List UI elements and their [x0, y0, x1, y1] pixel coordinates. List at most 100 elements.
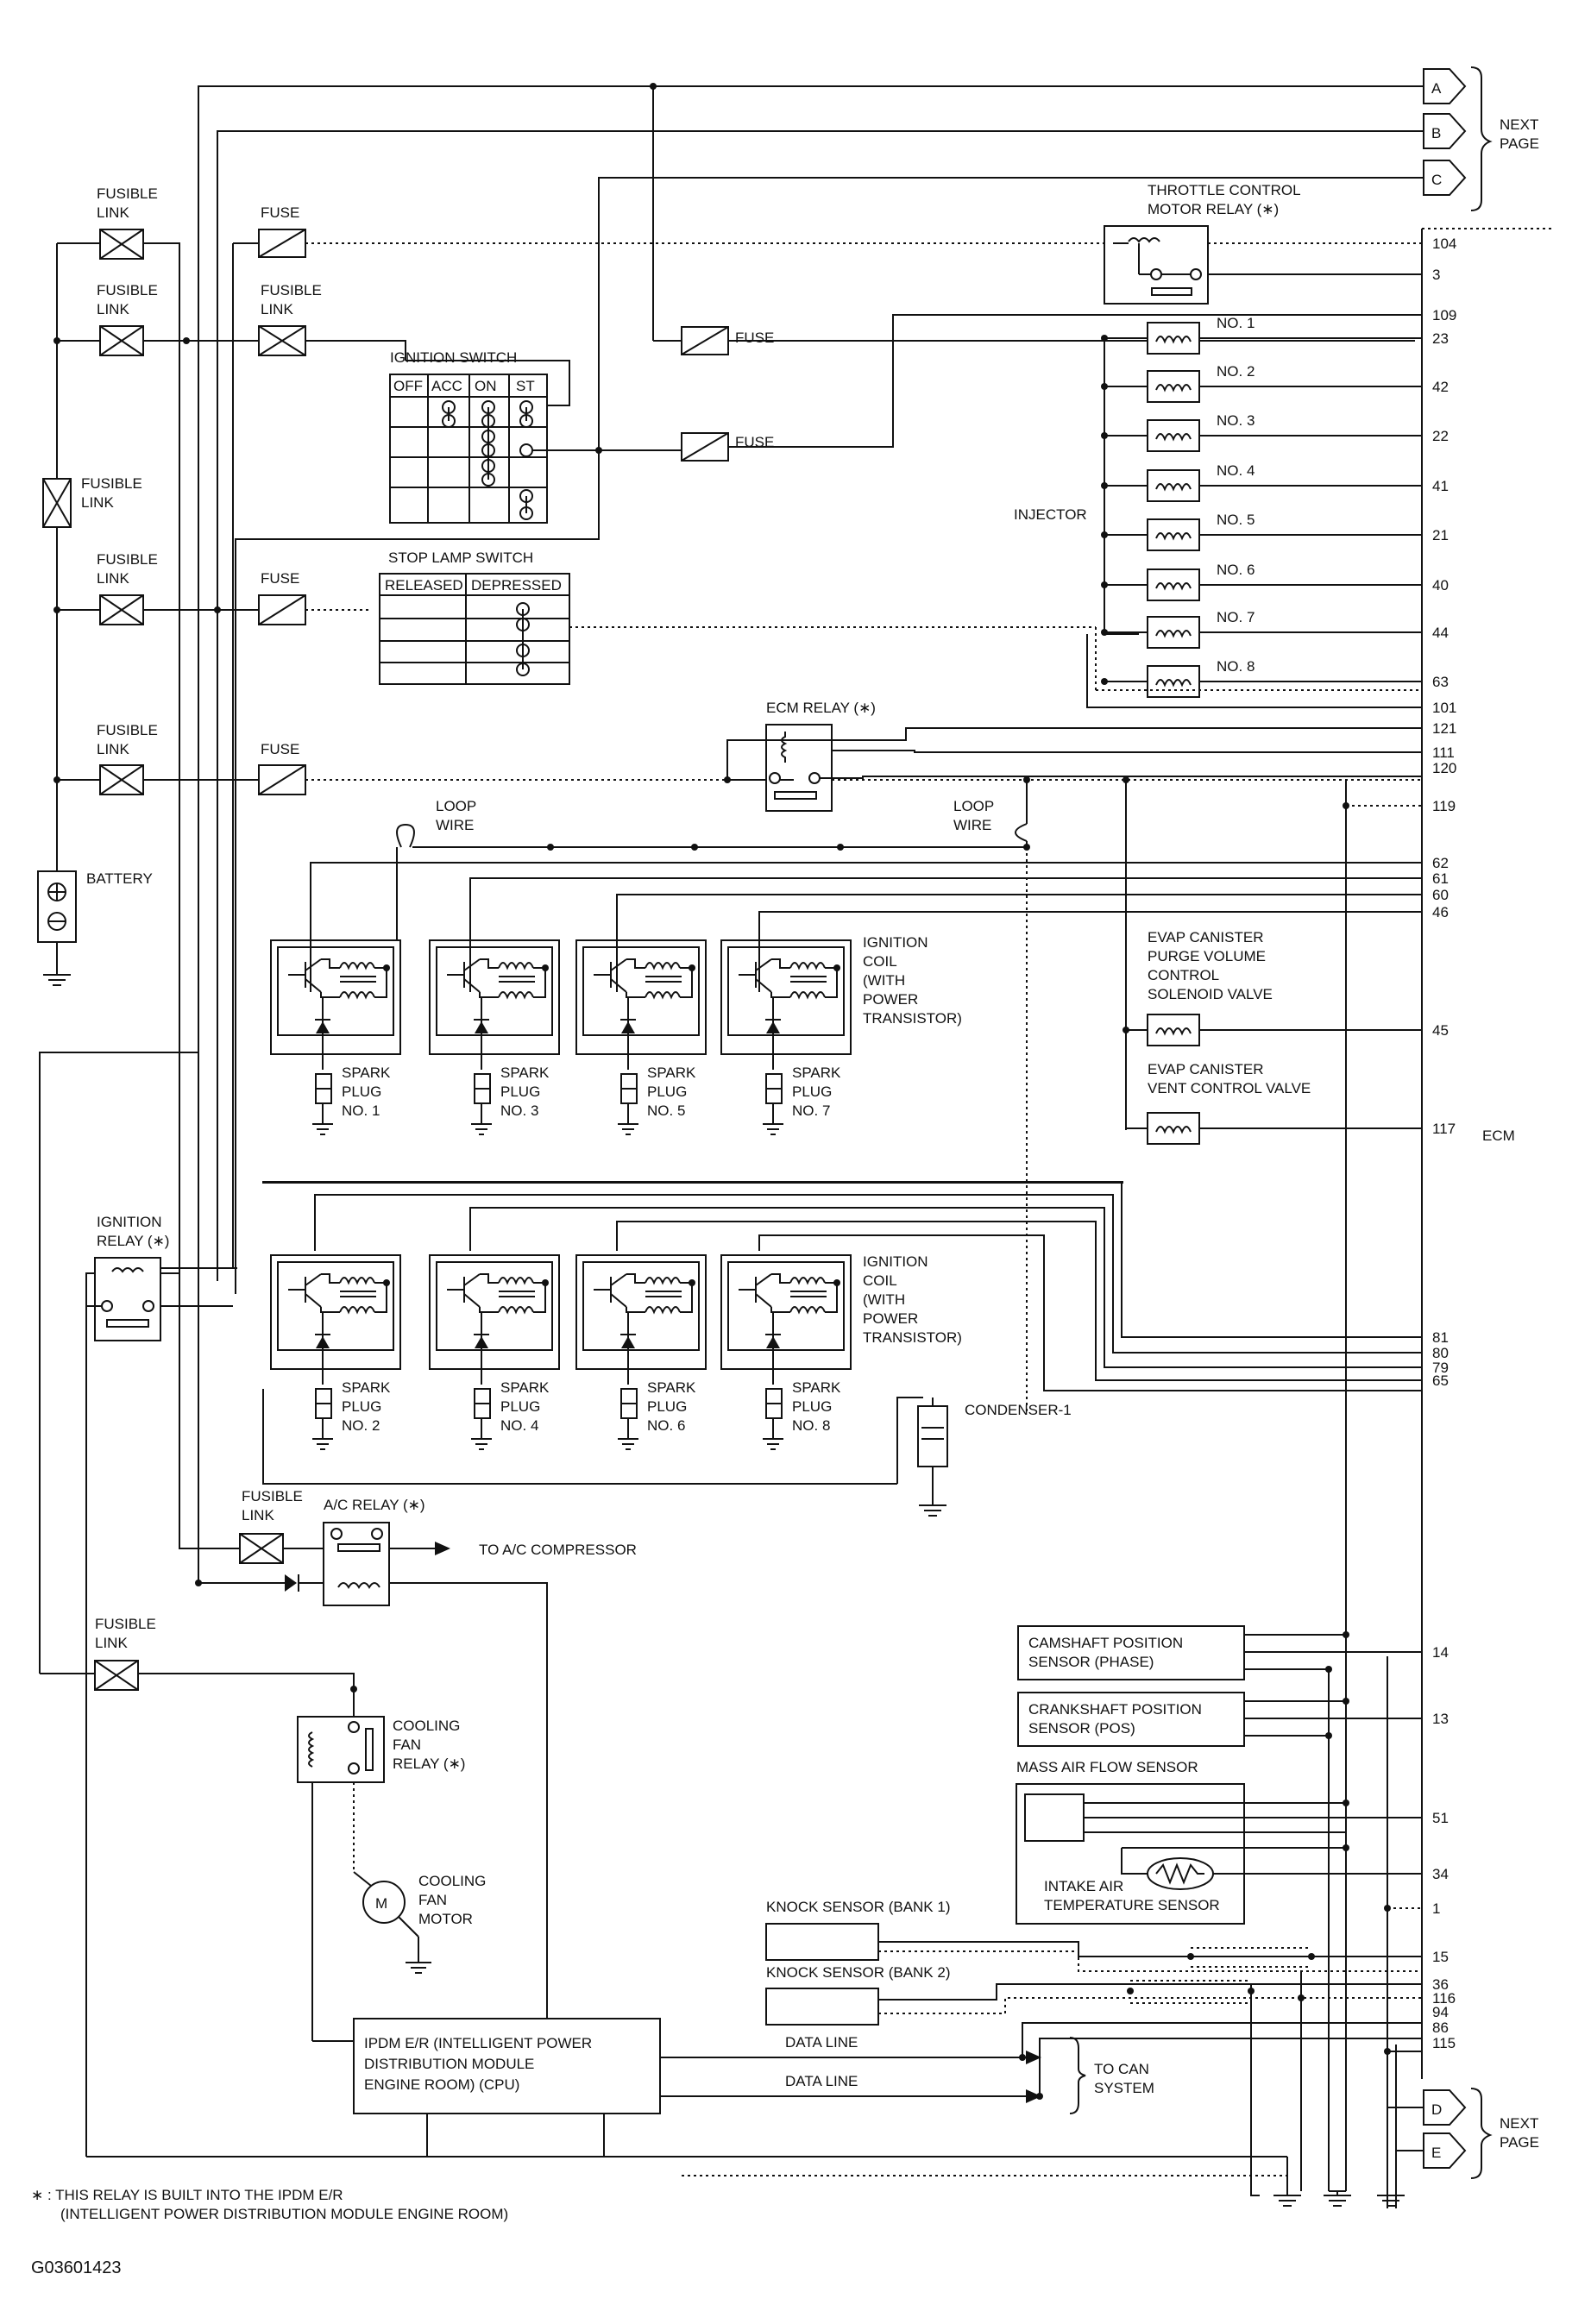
- injector-8-label: NO. 8: [1217, 658, 1255, 675]
- coil-top-4-primary: [789, 962, 826, 970]
- to-can-2: SYSTEM: [1094, 2080, 1154, 2096]
- fusible-link-1-label-a: FUSIBLE: [97, 185, 158, 202]
- ecm-pin-109: 109: [1432, 307, 1456, 323]
- coil-top-1-diode: [316, 1021, 330, 1033]
- ignition-coil-bottom-label: IGNITION COIL (WITH POWER TRANSISTOR): [863, 1253, 962, 1346]
- injector-label: INJECTOR: [1014, 506, 1087, 523]
- ecm-pin-13: 13: [1432, 1711, 1449, 1727]
- injector-5-body: [1147, 518, 1200, 551]
- ign-to-relay-wire: [138, 450, 600, 1269]
- injector-8: NO. 8: [1101, 658, 1422, 698]
- coil-bot-2-transistor-e: [463, 1293, 481, 1308]
- ign-col-acc: ACC: [431, 378, 462, 394]
- ecm-pin-81: 81: [1432, 1329, 1449, 1346]
- injector-1-coil: [1155, 336, 1192, 344]
- maf-label: MASS AIR FLOW SENSOR: [1016, 1759, 1198, 1775]
- coil-top-3-plug-label-c: NO. 5: [647, 1102, 685, 1119]
- cooling-motor-label-1: COOLING: [418, 1873, 486, 1889]
- ipdm-label-2: DISTRIBUTION MODULE: [364, 2056, 534, 2072]
- knock1-label: KNOCK SENSOR (BANK 1): [766, 1899, 951, 1915]
- camshaft-sensor: CAMSHAFT POSITION SENSOR (PHASE): [1017, 1625, 1422, 2191]
- coil-bot-label-3: (WITH: [863, 1291, 905, 1308]
- coil-top-4-plug-label-b: PLUG: [792, 1083, 832, 1100]
- injector-3-coil: [1155, 433, 1192, 442]
- ecm-pin-61: 61: [1432, 870, 1449, 887]
- evap-purge-1: EVAP CANISTER: [1148, 929, 1263, 945]
- condenser-label: CONDENSER-1: [965, 1402, 1072, 1418]
- next-page-bottom-2: PAGE: [1500, 2134, 1539, 2151]
- evap-purge-2: PURGE VOLUME: [1148, 948, 1266, 964]
- injector-4-body: [1147, 469, 1200, 502]
- coil-bot-4-transistor-e: [755, 1293, 772, 1308]
- coil-bot-2-secondary: [498, 1306, 534, 1315]
- coil-top-2-plug-label-c: NO. 3: [500, 1102, 538, 1119]
- coil-bot-3-plug-label-c: NO. 6: [647, 1417, 685, 1434]
- coil-top-3-plug-label-b: PLUG: [647, 1083, 687, 1100]
- coil-bot-2-sec-wire: [533, 1282, 546, 1313]
- ipdm-label-1: IPDM E/R (INTELLIGENT POWER: [364, 2035, 592, 2051]
- coil-bot-4-inner: [727, 1261, 845, 1351]
- coil-bot-label-4: POWER: [863, 1310, 918, 1327]
- fusible-link-4-label-b: LINK: [97, 570, 129, 587]
- connector-a: A: [1423, 68, 1467, 104]
- fuses: FUSE FUSIBLE LINK FUSE FUSE: [232, 204, 1104, 1268]
- cooling-motor-label-2: FAN: [418, 1892, 447, 1908]
- coil-bot-3-sec-wire: [680, 1282, 693, 1313]
- evap-vent-1: EVAP CANISTER: [1148, 1061, 1263, 1077]
- coil-bot-4-diode: [766, 1336, 780, 1348]
- ecm-pin-1: 1: [1432, 1900, 1440, 1917]
- ign-col-on: ON: [475, 378, 497, 394]
- ac-relay: FUSIBLE LINK A/C RELAY (∗) TO A/C COMPRE…: [179, 1052, 637, 2057]
- coil-top-2-transistor-c: [463, 958, 481, 971]
- coil-bot-4-sec-wire: [825, 1282, 838, 1313]
- coil-bot-1-plug-label-b: PLUG: [342, 1398, 381, 1415]
- ecm-pin-36: 36: [1432, 1976, 1449, 1993]
- injector-6-body: [1147, 568, 1200, 601]
- injector-5-label: NO. 5: [1217, 512, 1255, 528]
- fusible-link-2-label-b: LINK: [97, 301, 129, 317]
- ipdm-label-3: ENGINE ROOM) (CPU): [364, 2076, 519, 2093]
- coil-top-2-diode: [475, 1021, 488, 1033]
- coil-top-label-1: IGNITION: [863, 934, 928, 951]
- injector-4-label: NO. 4: [1217, 462, 1255, 479]
- cooling-motor-label-3: MOTOR: [418, 1911, 473, 1927]
- coil-top-2-transistor-e: [463, 978, 481, 993]
- coil-bot-1-transistor-e: [305, 1293, 322, 1308]
- injector-2-body: [1147, 370, 1200, 403]
- ecm-pin-21: 21: [1432, 527, 1449, 543]
- injector-7-coil: [1155, 630, 1192, 638]
- injector-7-body: [1147, 616, 1200, 649]
- coil-top-1-primary: [339, 962, 375, 970]
- injector-6-label: NO. 6: [1217, 562, 1255, 578]
- injector-4-node: [1101, 482, 1108, 489]
- coil-top-3-sec-wire: [680, 967, 693, 998]
- coil-bot-4-plug-label-b: PLUG: [792, 1398, 832, 1415]
- coil-bot-2-inner: [436, 1261, 553, 1351]
- connector-c-label: C: [1431, 172, 1442, 188]
- coil-bot-3-primary: [645, 1277, 681, 1285]
- coil-bot-4-pri-wire: [771, 1273, 790, 1284]
- ecm-pin-42: 42: [1432, 379, 1449, 395]
- coil-top-3-inner: [582, 946, 700, 1036]
- connector-c: C: [1423, 160, 1467, 196]
- cooling-fan-circuit: FUSIBLE LINK COOLING FAN RELAY (∗) M COO…: [39, 1052, 486, 2042]
- ecm-pin-23: 23: [1432, 330, 1449, 347]
- ecm-pin-numbers: 1043109234222412140446310112111112011962…: [1432, 236, 1456, 2051]
- ecm-relay-label: ECM RELAY (∗): [766, 700, 876, 716]
- injector-2: NO. 2: [1101, 363, 1422, 403]
- cooling-fusible-link-a: FUSIBLE: [95, 1616, 156, 1632]
- coil-bot-1-out-wire: [320, 1307, 340, 1313]
- coil-top-2-inner: [436, 946, 553, 1036]
- coil-top-3-transistor-c: [610, 958, 627, 971]
- ecm-pin-14: 14: [1432, 1644, 1449, 1661]
- coil-top-2-plug-label-a: SPARK: [500, 1065, 550, 1081]
- ecm-pin-120: 120: [1432, 760, 1456, 776]
- injector-7-label: NO. 7: [1217, 609, 1255, 625]
- coil-top-4-diode: [766, 1021, 780, 1033]
- coil-top-1-transistor-c: [305, 958, 322, 971]
